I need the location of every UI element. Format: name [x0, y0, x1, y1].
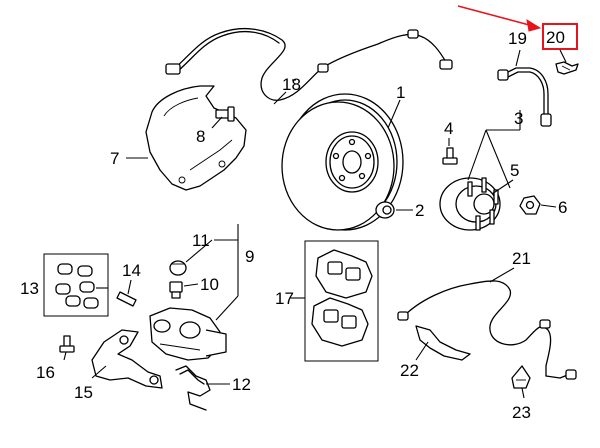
- callout-18: 18: [282, 75, 301, 94]
- part-19-brake-hose: [497, 67, 552, 127]
- callout-numbers: 1 2 3 4 5 6 7 8 9 10 11 12 13 14 15 16 1…: [20, 28, 567, 422]
- part-13-kit-box: [43, 253, 109, 317]
- part-4-hub-bolt: [442, 147, 458, 165]
- callout-13: 13: [20, 279, 39, 298]
- leader-lines: [63, 49, 567, 399]
- part-1-brake-rotor: [281, 93, 404, 231]
- highlight-box: [542, 23, 578, 50]
- highlight-arrow-head: [526, 18, 542, 32]
- part-15-caliper-bracket: [91, 329, 163, 389]
- callout-5: 5: [510, 161, 519, 180]
- callout-16: 16: [36, 363, 55, 382]
- part-13-bushings: [55, 263, 99, 309]
- part-6-hub-nut: [519, 195, 541, 215]
- part-2-lug-cap: [375, 201, 395, 219]
- part-8-bolt: [215, 106, 235, 122]
- callout-9: 9: [245, 247, 254, 266]
- callout-7: 7: [110, 149, 119, 168]
- part-22-harness-bracket: [415, 325, 471, 361]
- callout-3: 3: [514, 109, 523, 128]
- callout-15: 15: [74, 383, 93, 402]
- part-14-guide-pin: [116, 291, 137, 307]
- part-17-brake-pads: [311, 249, 373, 347]
- highlight-annotation: [457, 5, 578, 50]
- callout-23: 23: [512, 403, 531, 422]
- callout-12: 12: [232, 375, 251, 394]
- part-12-spring-clip: [175, 365, 211, 411]
- part-23-harness-clip: [511, 365, 531, 389]
- callout-6: 6: [558, 198, 567, 217]
- part-3-wheel-hub: [439, 177, 501, 231]
- callout-14: 14: [122, 261, 141, 280]
- highlight-arrow-line: [457, 5, 534, 27]
- callout-17: 17: [275, 289, 294, 308]
- callout-21: 21: [512, 249, 531, 268]
- callout-11: 11: [192, 231, 210, 250]
- callout-10: 10: [200, 275, 219, 294]
- part-9-caliper: [149, 307, 227, 361]
- part-21-sensor-harness: [397, 280, 577, 380]
- callout-8: 8: [196, 127, 205, 146]
- part-17-pad-box: [304, 240, 379, 362]
- callout-19: 19: [508, 29, 527, 48]
- part-10-bleeder-screw: [169, 281, 183, 299]
- part-20-hose-clip: [555, 61, 579, 75]
- callout-2: 2: [415, 201, 424, 220]
- part-11-bleeder-cap: [169, 260, 187, 276]
- part-18-sensor-harness: [165, 27, 453, 101]
- callout-22: 22: [400, 361, 419, 380]
- callout-4: 4: [444, 119, 453, 138]
- callout-1: 1: [396, 83, 405, 102]
- part-16-bracket-bolt: [59, 335, 75, 353]
- callout-20: 20: [546, 28, 565, 47]
